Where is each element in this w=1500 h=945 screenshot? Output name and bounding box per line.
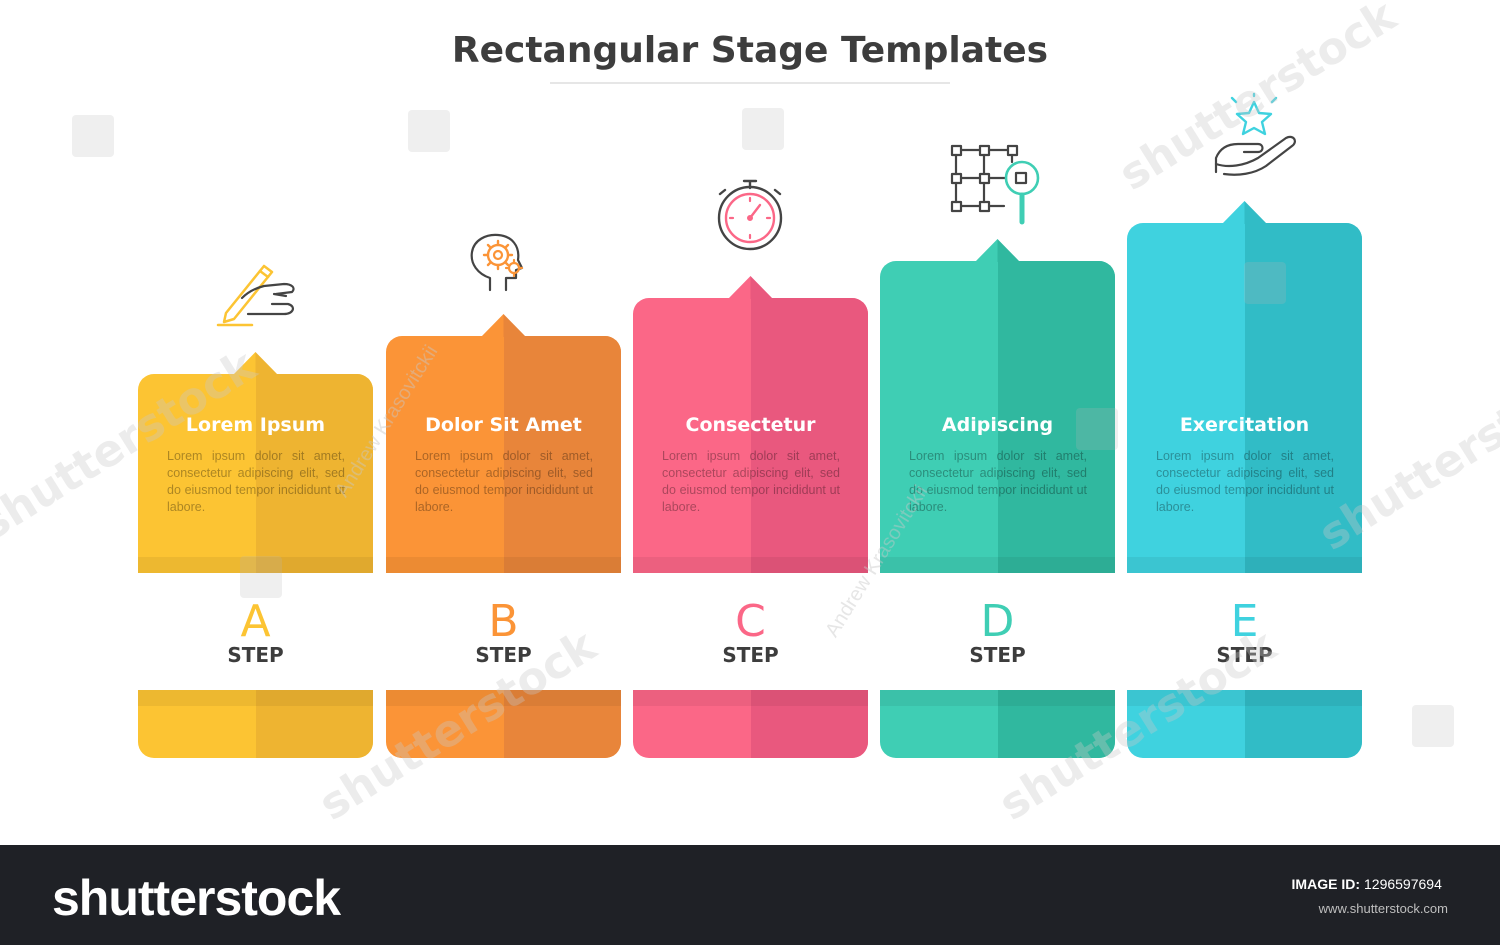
base-strip	[633, 690, 868, 706]
footer-url: www.shutterstock.com	[1318, 901, 1448, 916]
card-notch	[728, 276, 773, 299]
page-title: Rectangular Stage Templates	[451, 30, 1049, 71]
step-label: STEP	[969, 643, 1026, 667]
step-card: Consectetur Lorem ipsum dolor sit amet, …	[633, 276, 868, 573]
base-strip	[1127, 690, 1362, 706]
image-id-label: IMAGE ID:	[1291, 876, 1360, 892]
watermark-box	[72, 115, 114, 157]
base-shade	[255, 690, 373, 758]
step-c: Consectetur Lorem ipsum dolor sit amet, …	[633, 0, 868, 760]
card-title: Exercitation	[1179, 414, 1310, 436]
watermark-box	[1412, 705, 1454, 747]
card-shade	[997, 261, 1115, 573]
card-description: Lorem ipsum dolor sit amet, consectetur …	[167, 449, 345, 514]
step-e: Exercitation Lorem ipsum dolor sit amet,…	[1127, 0, 1362, 760]
step-b: Dolor Sit Amet Lorem ipsum dolor sit ame…	[386, 0, 621, 760]
card-description: Lorem ipsum dolor sit amet, consectetur …	[909, 449, 1087, 514]
card-strip	[138, 557, 373, 573]
step-a: Lorem Ipsum Lorem ipsum dolor sit amet, …	[138, 0, 373, 760]
watermark-box	[1244, 262, 1286, 304]
watermark-box	[1076, 408, 1118, 450]
step-card: Dolor Sit Amet Lorem ipsum dolor sit ame…	[386, 314, 621, 573]
step-label: STEP	[227, 643, 284, 667]
card-description: Lorem ipsum dolor sit amet, consectetur …	[415, 449, 593, 514]
card-description: Lorem ipsum dolor sit amet, consectetur …	[662, 449, 840, 514]
step-base	[633, 690, 868, 758]
step-card: Exercitation Lorem ipsum dolor sit amet,…	[1127, 201, 1362, 573]
card-notch	[1222, 201, 1267, 224]
card-shade	[1244, 223, 1362, 573]
base-strip	[138, 690, 373, 706]
step-card: Lorem Ipsum Lorem ipsum dolor sit amet, …	[138, 352, 373, 573]
step-label: STEP	[1216, 643, 1273, 667]
step-base	[386, 690, 621, 758]
step-label: STEP	[475, 643, 532, 667]
step-card: Adipiscing Lorem ipsum dolor sit amet, c…	[880, 239, 1115, 573]
base-shade	[1244, 690, 1362, 758]
footer-logo: shutterstock	[52, 870, 341, 926]
image-id-value: 1296597694	[1364, 876, 1442, 892]
base-shade	[503, 690, 621, 758]
card-strip	[1127, 557, 1362, 573]
title-underline	[550, 82, 950, 84]
base-strip	[386, 690, 621, 706]
card-title: Consectetur	[685, 414, 816, 436]
step-letter: A	[240, 596, 271, 647]
step-base	[1127, 690, 1362, 758]
step-letter: B	[488, 596, 519, 647]
card-title: Dolor Sit Amet	[425, 414, 582, 436]
card-shade	[750, 298, 868, 573]
footer-bar: shutterstock IMAGE ID: 1296597694 www.sh…	[0, 845, 1500, 945]
step-d: Adipiscing Lorem ipsum dolor sit amet, c…	[880, 0, 1115, 760]
hand-writing-pencil-icon	[212, 258, 302, 328]
head-gears-icon	[460, 232, 540, 292]
card-shade	[255, 374, 373, 573]
card-notch	[481, 314, 526, 337]
card-title: Lorem Ipsum	[185, 414, 326, 436]
step-base	[880, 690, 1115, 758]
card-strip	[880, 557, 1115, 573]
network-magnifier-icon	[948, 142, 1048, 230]
hand-star-icon	[1208, 92, 1300, 178]
base-strip	[880, 690, 1115, 706]
card-notch	[975, 239, 1020, 262]
step-letter: E	[1230, 596, 1259, 647]
card-strip	[633, 557, 868, 573]
base-shade	[750, 690, 868, 758]
stopwatch-icon	[712, 178, 788, 254]
step-letter: C	[735, 596, 766, 647]
card-title: Adipiscing	[941, 414, 1054, 436]
watermark-box	[742, 108, 784, 150]
card-shade	[503, 336, 621, 573]
step-letter: D	[980, 596, 1015, 647]
step-base	[138, 690, 373, 758]
watermark-box	[240, 556, 282, 598]
card-description: Lorem ipsum dolor sit amet, consectetur …	[1156, 449, 1334, 514]
card-strip	[386, 557, 621, 573]
base-shade	[997, 690, 1115, 758]
watermark-box	[408, 110, 450, 152]
step-label: STEP	[722, 643, 779, 667]
card-notch	[233, 352, 278, 375]
